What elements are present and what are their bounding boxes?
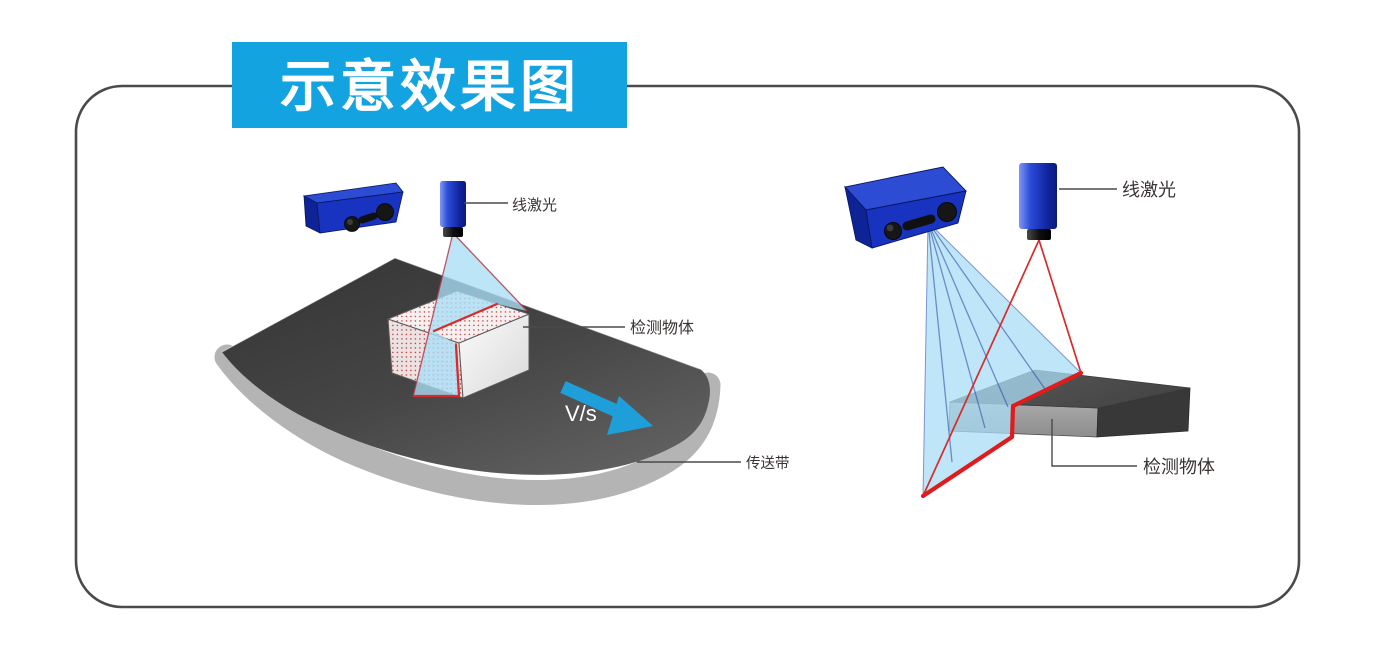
page-title: 示意效果图 (280, 55, 580, 118)
view-cone-edges (922, 221, 1082, 497)
right-laser-label: 线激光 (1122, 180, 1176, 200)
right-diagram: 线激光 检测物体 (844, 163, 1215, 499)
laser-cylinder-body (1019, 163, 1057, 229)
camera-view-cone (923, 222, 1081, 496)
title-banner (232, 42, 627, 128)
camera-lens-glint (886, 224, 894, 232)
laser-v-rays (922, 239, 1082, 497)
laser-fan-edges (412, 232, 528, 398)
laser-cylinder-cap (443, 227, 463, 237)
laser-line-top-face (432, 302, 499, 333)
right-camera (844, 166, 967, 249)
camera-lens-glint (347, 219, 353, 225)
belt-back-edge-highlight (221, 257, 701, 370)
right-object-leader-line (1051, 419, 1137, 467)
camera-slot (902, 214, 936, 231)
camera-slot (358, 212, 378, 224)
view-ray (927, 221, 1009, 408)
left-diagram: V/s 线激光 检测物体 传送带 (214, 181, 790, 506)
laser-profile-right (920, 370, 1084, 499)
camera-front-face (316, 191, 404, 234)
camera-lens-right-icon (376, 203, 394, 221)
camera-view-rays (927, 221, 1046, 463)
velocity-arrow-head (607, 396, 653, 435)
velocity-arrow-shaft (560, 381, 624, 419)
camera-lens-left-icon (884, 222, 902, 240)
right-object-label: 检测物体 (1143, 457, 1215, 477)
laser-cylinder-body (440, 181, 466, 227)
view-ray (927, 221, 986, 429)
laser-ray-right (1038, 239, 1082, 374)
belt-label: 传送带 (746, 455, 790, 472)
laser-cylinder-cap (1027, 229, 1051, 240)
view-ray (927, 221, 1046, 390)
velocity-arrow (560, 381, 653, 435)
left-camera (302, 182, 404, 234)
camera-lens-right-icon (937, 202, 957, 222)
right-line-laser (1019, 163, 1057, 240)
left-object-label: 检测物体 (630, 319, 694, 337)
laser-profile-left (412, 302, 499, 398)
view-ray (927, 221, 953, 463)
conveyor-belt-edge (214, 344, 721, 506)
left-line-laser (440, 181, 466, 237)
laser-ray-left (922, 239, 1040, 497)
left-laser-label: 线激光 (512, 197, 557, 214)
velocity-label: V/s (565, 401, 597, 426)
laser-line-front-edge (454, 343, 461, 398)
